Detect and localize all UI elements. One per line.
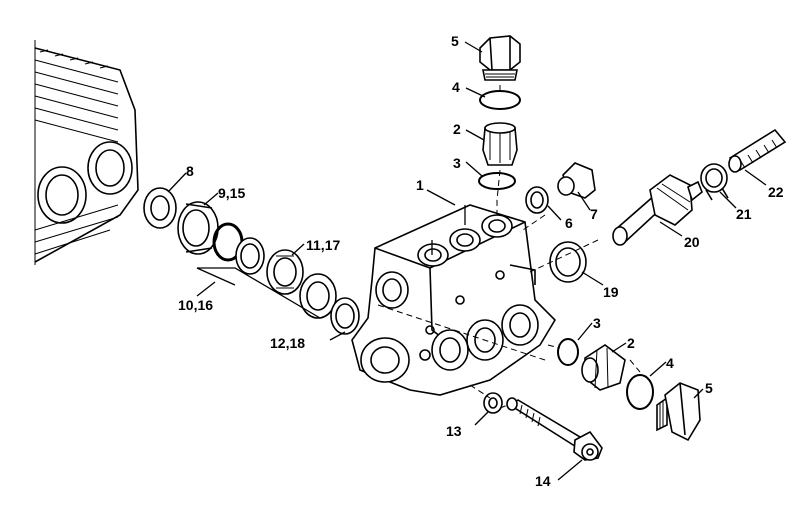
assembly-lines [196, 85, 641, 409]
callout-5-top: 5 [451, 33, 459, 49]
part-21-clip [700, 163, 729, 201]
callout-labels: 1 2 3 4 5 6 7 8 9,15 10,16 11,17 12,18 1… [178, 33, 784, 489]
callout-1: 1 [416, 177, 424, 193]
callout-2-bottom: 2 [627, 335, 635, 351]
part-2-valve-top [482, 122, 518, 166]
part-4-o-ring-bottom [626, 374, 654, 410]
part-10-16-support-ring [235, 237, 265, 275]
part-14-bolt [506, 397, 603, 461]
callout-2-top: 2 [453, 121, 461, 137]
part-2-valve-bottom [581, 344, 626, 391]
callout-3-bottom: 3 [593, 315, 601, 331]
callout-19: 19 [603, 284, 619, 300]
part-4-o-ring-top [479, 90, 521, 110]
part-20-unloader-valve [612, 174, 703, 246]
callout-13: 13 [446, 423, 462, 439]
callout-11-17: 11,17 [306, 237, 340, 253]
callout-7: 7 [590, 206, 598, 222]
part-22-spring [728, 128, 787, 173]
part-19-gasket [549, 241, 587, 283]
part-6-washer [525, 186, 549, 214]
callout-14: 14 [535, 473, 551, 489]
part-1-valve-manifold [351, 204, 557, 396]
leader-lines [167, 41, 767, 481]
part-12-18-ring [299, 273, 337, 319]
callout-9-15: 9,15 [218, 185, 245, 201]
callout-4-bottom: 4 [666, 355, 674, 371]
callout-12-18: 12,18 [270, 335, 305, 351]
part-9-15-seal-holder [177, 201, 219, 255]
callout-4-top: 4 [452, 79, 460, 95]
part-7-plug [557, 162, 596, 199]
part-8-seal-ring [143, 187, 177, 229]
callout-6: 6 [565, 215, 573, 231]
part-5-plug-bottom [656, 382, 701, 442]
callout-5-bottom: 5 [705, 380, 713, 396]
callout-10-16: 10,16 [178, 297, 213, 313]
part-11-17-seal [266, 249, 304, 295]
callout-21: 21 [736, 206, 752, 222]
pump-crankcase-housing [34, 40, 139, 265]
part-3-o-ring-top [478, 172, 516, 190]
part-12-18-washer [330, 297, 360, 335]
callout-20: 20 [684, 234, 700, 250]
part-5-plug-top [479, 35, 521, 81]
callout-3-top: 3 [453, 155, 461, 171]
part-13-washer [483, 392, 503, 414]
callout-8: 8 [186, 163, 194, 179]
part-3-o-ring-bottom [557, 338, 579, 366]
callout-22: 22 [768, 184, 784, 200]
